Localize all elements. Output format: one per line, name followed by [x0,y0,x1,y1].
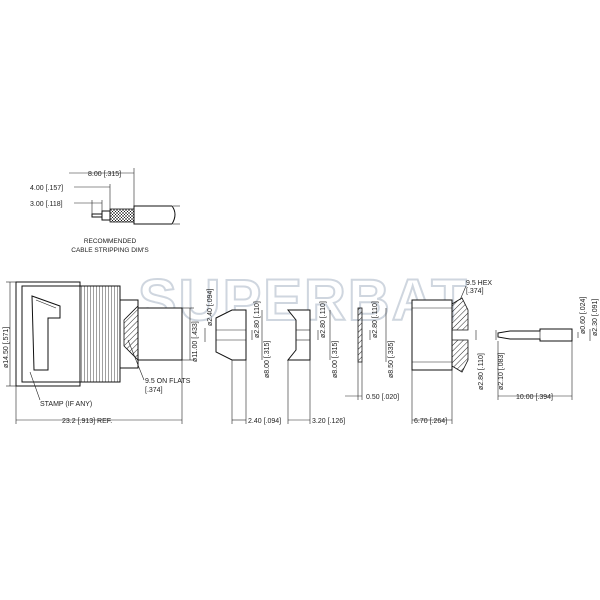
knurled-coupling-nut [79,285,121,383]
dielectric [101,210,111,221]
strip-dim-8: 8.00 [.315] [88,171,121,178]
pin-dim-length: 10.00 [.394] [516,394,553,401]
washer-outline [357,307,363,363]
stamp-note: STAMP (IF ANY) [40,401,92,408]
dim-body-length: 23.2 [.913] REF. [62,418,112,425]
nut-dim-length: 6.70 [.264] [414,418,447,425]
nut-dim-bore: ø2.80 [.110] [478,353,485,390]
center-conductor [91,213,103,218]
flats-note: 9.5 ON FLATS [145,378,191,385]
braid-shield [109,208,135,223]
flats-note-inch: [.374] [145,387,163,394]
ferrule-outline [215,309,247,361]
pin-dim-tip: ø0.60 [.024] [580,297,587,334]
center-pin-outline [497,328,573,342]
bayonet-slot [31,295,61,371]
strip-dim-3: 3.00 [.118] [30,201,63,208]
cable-jacket [133,205,176,225]
ferrule-part: ø2.40 [.094] ø2.80 [.110] ø8.00 [.315] 2… [204,289,281,425]
insulator-part: ø2.80 [.110] ø8.00 [.315] 3.20 [.126] [286,301,345,425]
bnc-body: ø14.50 [.571] ø11.00 [.433] 9.5 ON FLATS… [3,281,199,425]
dim-overall-diameter: ø14.50 [.571] [3,327,10,368]
nut-hex-note: 9.5 HEX [466,280,492,287]
center-pin-part: ø2.10 [.083] ø0.60 [.024] ø2.30 [.091] 1… [495,297,599,401]
stripping-note-2: CABLE STRIPPING DIM'S [71,247,149,254]
ferrule-dim-small: ø2.40 [.094] [207,289,214,326]
washer-part: ø2.80 [.110] ø8.50 [.335] 0.50 [.020] [345,301,399,401]
pin-dim-shank: ø2.10 [.083] [498,353,505,390]
cable-stripping-detail: 8.00 [.315] 4.00 [.157] 3.00 [.118] RECO… [30,168,180,254]
ferrule-dim-mid: ø2.80 [.110] [254,301,261,338]
insulator-dim-small: ø2.80 [.110] [320,301,327,338]
ferrule-dim-length: 2.40 [.094] [248,418,281,425]
stripping-note-1: RECOMMENDED [84,238,137,245]
insulator-dim-length: 3.20 [.126] [312,418,345,425]
rear-body [137,307,183,361]
pin-dim-body: ø2.30 [.091] [592,299,599,336]
washer-dim-large: ø8.50 [.335] [388,341,395,378]
nut-hex-note-inch: [.374] [466,288,484,295]
dim-bore-diameter: ø11.00 [.433] [192,321,199,362]
insulator-dim-large: ø8.00 [.315] [332,341,339,378]
washer-dim-small: ø2.80 [.110] [372,301,379,338]
ferrule-dim-large: ø8.00 [.315] [264,341,271,378]
washer-dim-length: 0.50 [.020] [366,394,399,401]
rear-nut-outline [411,299,453,371]
rear-nut-part: 9.5 HEX [.374] ø2.80 [.110] 6.70 [.264] [411,280,492,425]
strip-dim-4: 4.00 [.157] [30,185,63,192]
